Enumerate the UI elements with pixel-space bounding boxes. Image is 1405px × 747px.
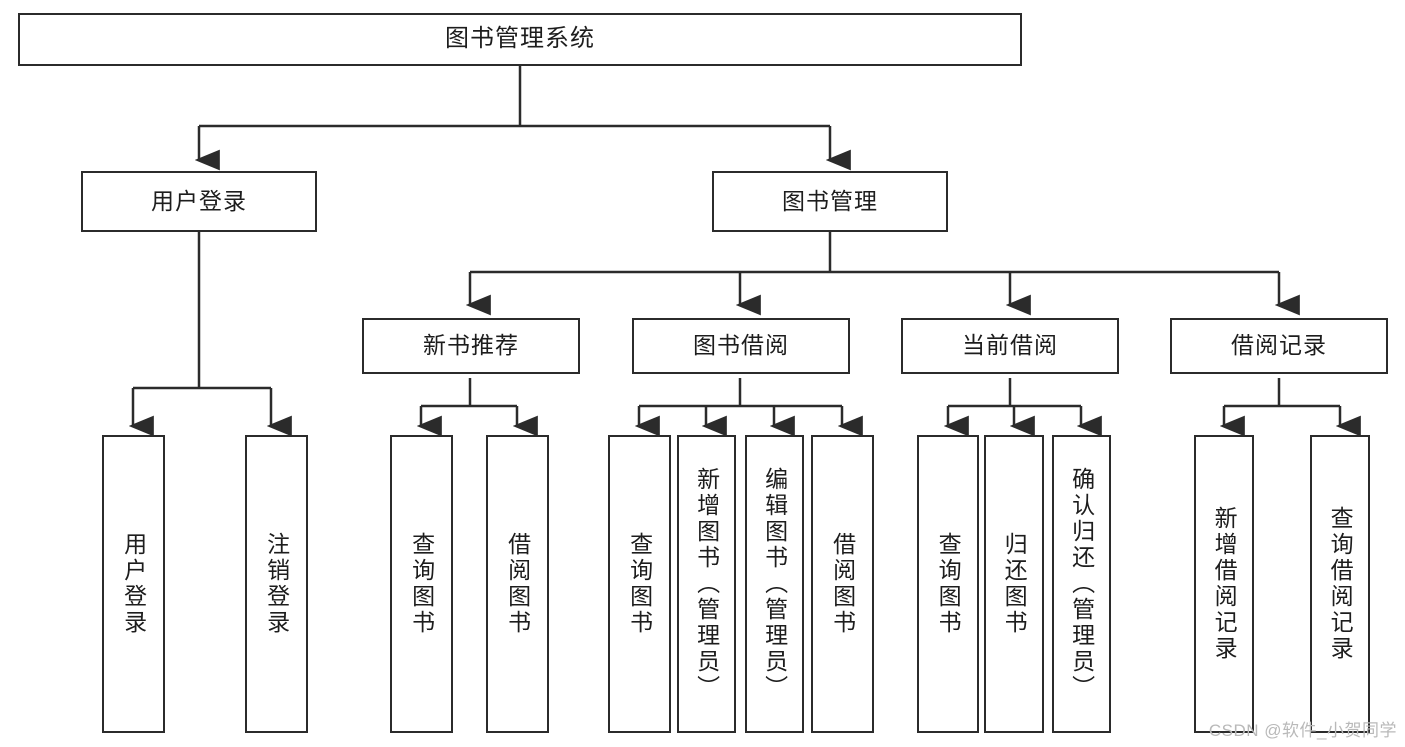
node-user-login[interactable]: 用户登录 (81, 171, 317, 232)
node-label: 新增借阅记录 (1211, 506, 1238, 662)
node-book-management[interactable]: 图书管理 (712, 171, 948, 232)
node-current-borrow[interactable]: 当前借阅 (901, 318, 1119, 374)
leaf-add-book-admin[interactable]: 新增图书（管理员） (677, 435, 736, 733)
node-borrow-record[interactable]: 借阅记录 (1170, 318, 1388, 374)
node-label: 查询图书 (626, 532, 653, 636)
leaf-borrow-book[interactable]: 借阅图书 (811, 435, 874, 733)
node-label: 借阅图书 (504, 532, 531, 636)
node-label: 借阅记录 (1231, 332, 1327, 359)
leaf-return-book[interactable]: 归还图书 (984, 435, 1044, 733)
node-label: 图书管理系统 (445, 25, 595, 53)
node-root-system[interactable]: 图书管理系统 (18, 13, 1022, 66)
node-label: 归还图书 (1001, 532, 1028, 636)
leaf-query-book-borrow[interactable]: 查询图书 (608, 435, 671, 733)
node-label: 查询借阅记录 (1327, 506, 1354, 662)
leaf-edit-book-admin[interactable]: 编辑图书（管理员） (745, 435, 804, 733)
node-label: 借阅图书 (829, 532, 856, 636)
leaf-add-borrow-record[interactable]: 新增借阅记录 (1194, 435, 1254, 733)
node-label: 确认归还（管理员） (1068, 467, 1095, 701)
node-label: 查询图书 (408, 532, 435, 636)
leaf-query-book-recommend[interactable]: 查询图书 (390, 435, 453, 733)
node-label: 注销登录 (263, 532, 290, 636)
node-new-book-recommend[interactable]: 新书推荐 (362, 318, 580, 374)
node-label: 新增图书（管理员） (693, 467, 720, 701)
csdn-watermark: CSDN @软件_小贺同学 (1208, 721, 1397, 740)
node-label: 新书推荐 (423, 332, 519, 359)
leaf-query-borrow-record[interactable]: 查询借阅记录 (1310, 435, 1370, 733)
leaf-borrow-book-recommend[interactable]: 借阅图书 (486, 435, 549, 733)
leaf-user-login[interactable]: 用户登录 (102, 435, 165, 733)
node-book-borrow[interactable]: 图书借阅 (632, 318, 850, 374)
node-label: 查询图书 (935, 532, 962, 636)
leaf-logout[interactable]: 注销登录 (245, 435, 308, 733)
node-label: 图书借阅 (693, 332, 789, 359)
node-label: 当前借阅 (962, 332, 1058, 359)
node-label: 图书管理 (782, 187, 878, 214)
node-label: 编辑图书（管理员） (761, 467, 788, 701)
leaf-query-book-current[interactable]: 查询图书 (917, 435, 979, 733)
node-label: 用户登录 (120, 532, 147, 636)
leaf-confirm-return-admin[interactable]: 确认归还（管理员） (1052, 435, 1111, 733)
node-label: 用户登录 (151, 187, 247, 214)
